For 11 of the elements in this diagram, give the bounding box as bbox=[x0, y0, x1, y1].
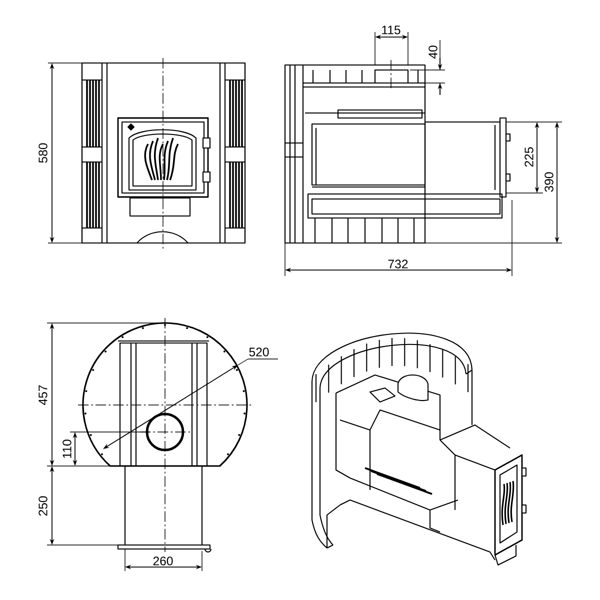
dimension-label: 390 bbox=[544, 172, 554, 192]
dimension-label: 225 bbox=[524, 147, 534, 167]
dimension-label: 457 bbox=[38, 385, 48, 405]
dimension-label: 250 bbox=[38, 496, 48, 516]
dimension-label: 115 bbox=[382, 26, 400, 34]
dimension-label: 260 bbox=[153, 556, 173, 566]
dimension-label: 580 bbox=[38, 143, 48, 163]
dimension-label: 110 bbox=[62, 440, 72, 458]
dimension-label: 732 bbox=[388, 260, 408, 268]
dimension-label: 40 bbox=[428, 46, 438, 59]
dimension-label: 520 bbox=[249, 348, 269, 356]
